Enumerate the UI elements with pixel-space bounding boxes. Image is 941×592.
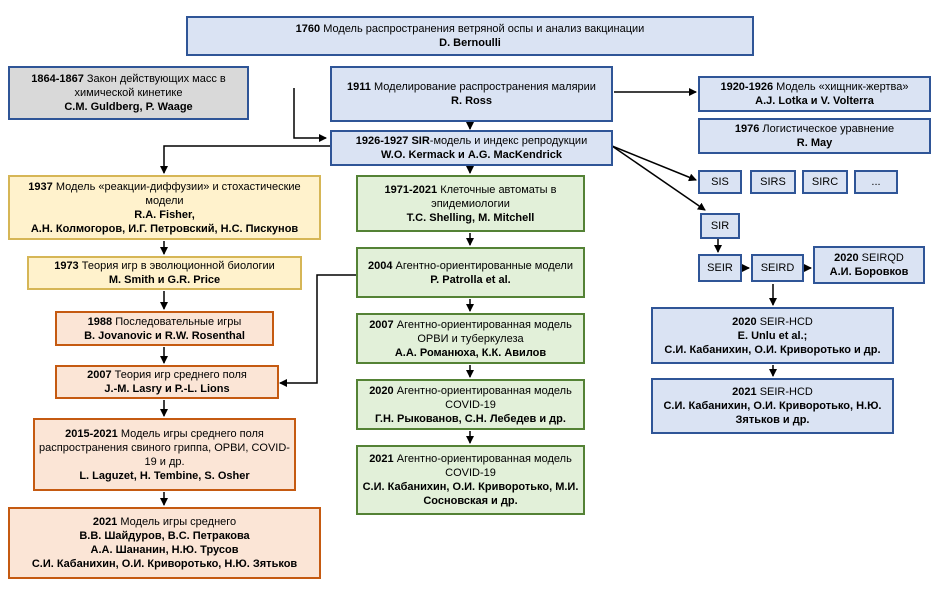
node-fisher: 1937 Модель «реакции-диффузии» и стохаст… <box>8 175 321 240</box>
node-lotka: 1920-1926 Модель «хищник-жертва» A.J. Lo… <box>698 76 931 112</box>
node-seir: SEIR <box>698 254 742 282</box>
node-seirhcd-2021: 2021 SEIR-HCD С.И. Кабанихин, О.И. Криво… <box>651 378 894 434</box>
node-rykovanov: 2020 Агентно-ориентированная модель COVI… <box>356 379 585 430</box>
node-seird: SEIRD <box>751 254 804 282</box>
node-bernoulli: 1760 Модель распространения ветряной осп… <box>186 16 754 56</box>
node-more: ... <box>854 170 898 194</box>
arrow-kermack-sis <box>611 145 697 182</box>
node-laguzet: 2015-2021 Модель игры среднего поля расп… <box>33 418 296 491</box>
node-seirhcd-2020: 2020 SEIR-HCD E. Unlu et al.; С.И. Кабан… <box>651 307 894 364</box>
node-smith: 1973 Теория игр в эволюционной биологии … <box>27 256 302 290</box>
node-jovanovic: 1988 Последовательные игры B. Jovanovic … <box>55 311 274 346</box>
arrow-kermack-fisher <box>160 145 330 174</box>
arrow-patrolla-lasry <box>279 274 356 387</box>
node-sirc: SIRC <box>802 170 848 194</box>
arrow-guldberg-kermack <box>293 88 327 142</box>
node-shelling: 1971-2021 Клеточные автоматы в эпидемиол… <box>356 175 585 232</box>
node-kermack: 1926-1927 SIR-модель и индекс репродукци… <box>330 130 613 166</box>
node-guldberg: 1864-1867 Закон действующих масс в химич… <box>8 66 249 120</box>
node-lasry: 2007 Теория игр среднего поля J.-M. Lasr… <box>55 365 279 399</box>
node-romanyuha: 2007 Агентно-ориентированная модель ОРВИ… <box>356 313 585 364</box>
node-seirqd: 2020 SEIRQD А.И. Боровков <box>813 246 925 284</box>
node-sis: SIS <box>698 170 742 194</box>
node-sirs: SIRS <box>750 170 796 194</box>
node-may: 1976 Логистическое уравнение R. May <box>698 118 931 154</box>
node-kabanikhin-abm: 2021 Агентно-ориентированная модель COVI… <box>356 445 585 515</box>
node-sir: SIR <box>700 213 740 239</box>
node-shaidurov: 2021 Модель игры среднего В.В. Шайдуров,… <box>8 507 321 579</box>
arrow-kermack-sir <box>611 145 706 211</box>
node-patrolla: 2004 Агентно-ориентированные модели P. P… <box>356 247 585 298</box>
node-ross: 1911 Моделирование распространения маляр… <box>330 66 613 122</box>
